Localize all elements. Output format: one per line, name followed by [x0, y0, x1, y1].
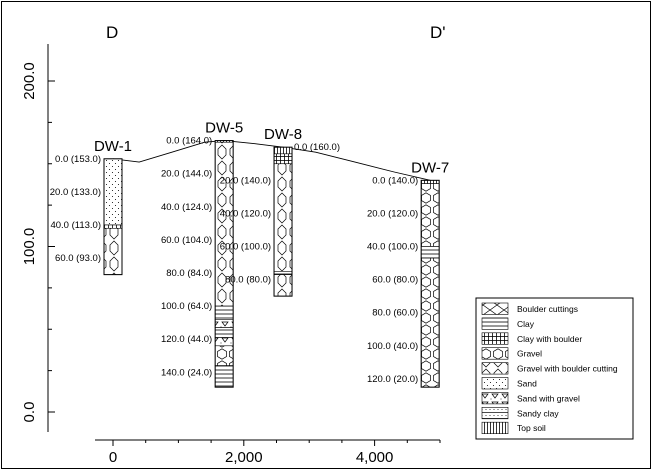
well-column-outline — [103, 158, 123, 276]
y-tick-label: 0.0 — [21, 402, 38, 423]
well-name-label: DW-8 — [264, 126, 302, 143]
well-layer-gravel — [420, 183, 440, 247]
legend-swatch-boulder-cuttings — [481, 302, 509, 315]
legend-swatch-gravel — [481, 347, 509, 360]
well-depth-label: 40.0 (124.0) — [161, 202, 212, 213]
well-depth-label: 140.0 (24.0) — [161, 367, 212, 378]
legend-swatch-sandy-clay — [481, 406, 509, 420]
well-layer-top-soil — [273, 146, 293, 155]
x-tick-label: 4,000 — [356, 449, 394, 466]
well-layer-clay-with-boulder — [103, 224, 123, 229]
ground-surface-line — [112, 140, 431, 181]
section-start-label: D — [106, 23, 118, 42]
well-dw-1: DW-10.0 (153.0) 20.0 (133.0) 40.0 (113.0) 6… — [50, 138, 132, 276]
well-layer-clay — [214, 327, 234, 338]
well-layer-sand-with-gravel — [214, 319, 234, 328]
legend-label: Top soil — [517, 423, 546, 433]
y-axis: 0.0 100.0 200.0 — [21, 44, 55, 432]
well-depth-label: 80.0 (60.0) — [372, 308, 418, 319]
well-layer-clay — [214, 305, 234, 320]
well-dw-8: DW-80.0 (160.0) 20.0 (140.0) 40.0 (120.0) 6… — [220, 126, 340, 297]
well-dw-5: DW-50.0 (164.0) 20.0 (144.0) 40.0 (124.0) 6… — [161, 120, 243, 388]
legend-label: Sandy clay — [517, 408, 559, 418]
well-depth-label: 60.0 (100.0) — [220, 242, 271, 253]
x-tick-label: 2,000 — [225, 449, 263, 466]
legend-label: Sand with gravel — [517, 393, 580, 403]
well-depth-label: 0.0 (164.0) — [166, 136, 212, 147]
well-depth-label: 0.0 (153.0) — [55, 154, 101, 165]
well-name-label: DW-5 — [205, 120, 243, 137]
well-depth-label: 80.0 (80.0) — [225, 275, 271, 286]
well-layer-gravel-with-boulder-cutting — [273, 274, 293, 297]
well-layer-sand-with-gravel — [214, 337, 234, 347]
well-depth-label: 40.0 (113.0) — [50, 220, 101, 231]
well-layer-clay — [214, 365, 234, 388]
well-depth-label: 60.0 (104.0) — [161, 235, 212, 246]
well-name-label: DW-1 — [94, 138, 132, 155]
section-end-label: D' — [430, 23, 446, 42]
legend-label: Sand — [517, 379, 537, 389]
y-tick-label: 200.0 — [21, 62, 38, 100]
legend-swatch-sand — [481, 377, 509, 390]
well-depth-label: 100.0 (40.0) — [367, 341, 418, 352]
well-column-outline — [273, 146, 293, 297]
legend-label: Clay with boulder — [517, 334, 582, 344]
well-depth-label: 40.0 (100.0) — [367, 242, 418, 253]
well-dw-7: DW-70.0 (140.0) 20.0 (120.0) 40.0 (100.0) 6… — [367, 159, 449, 388]
well-depth-label: 20.0 (140.0) — [220, 175, 271, 186]
legend-swatch-top-soil — [481, 421, 509, 435]
legend-swatch-clay — [481, 317, 509, 330]
legend-label: Gravel with boulder cutting — [517, 364, 618, 374]
well-depth-label: 60.0 (80.0) — [372, 275, 418, 286]
well-layer-clay-with-boulder — [273, 153, 293, 165]
well-depth-label: 0.0 (160.0) — [294, 142, 340, 153]
well-layer-gravel — [214, 345, 234, 366]
well-depth-label: 100.0 (64.0) — [161, 301, 212, 312]
well-depth-label: 0.0 (140.0) — [372, 175, 418, 186]
legend-swatch-clay-with-boulder — [481, 332, 509, 345]
wells-group: DW-10.0 (153.0) 20.0 (133.0) 40.0 (113.0) 6… — [50, 120, 449, 388]
well-layer-sand — [103, 158, 123, 226]
well-depth-label: 20.0 (144.0) — [161, 169, 212, 180]
legend-label: Boulder cuttings — [517, 304, 578, 314]
well-name-label: DW-7 — [411, 159, 449, 176]
well-layer-gravel-with-boulder-cutting — [273, 163, 293, 272]
well-depth-label: 60.0 (93.0) — [55, 253, 101, 264]
well-depth-label: 40.0 (120.0) — [220, 208, 271, 219]
legend-swatch-sand-with-gravel — [481, 392, 509, 405]
well-depth-label: 120.0 (44.0) — [161, 334, 212, 345]
y-tick-label: 100.0 — [21, 228, 38, 266]
well-depth-label: 120.0 (20.0) — [367, 374, 418, 385]
well-column-outline — [214, 140, 234, 388]
well-layer-gravel-with-boulder-cutting — [103, 227, 123, 275]
well-depth-label: 20.0 (133.0) — [50, 187, 101, 198]
well-depth-label: 20.0 (120.0) — [367, 208, 418, 219]
well-layer-clay — [420, 246, 440, 259]
well-column-outline — [420, 179, 440, 388]
x-axis: 0 2,000 4,000 — [95, 439, 441, 466]
well-layer-clay — [273, 271, 293, 275]
well-depth-label: 80.0 (84.0) — [166, 268, 212, 279]
well-layer-gravel — [420, 257, 440, 388]
legend-label: Gravel — [517, 349, 542, 359]
legend-label: Clay — [517, 319, 535, 329]
legend-swatch-gravel-with-boulder-cutting — [481, 362, 509, 375]
x-tick-label: 0 — [109, 449, 117, 466]
